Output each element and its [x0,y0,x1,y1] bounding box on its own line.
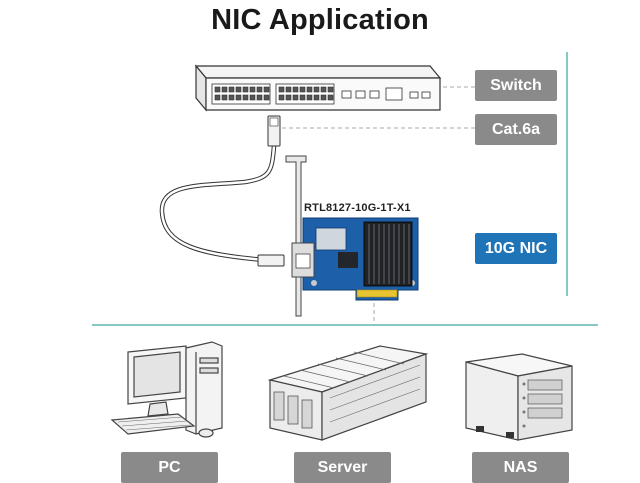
pc-label: PC [121,452,218,483]
diagram-title: NIC Application [211,4,429,36]
nic-model-label: RTL8127-10G-1T-X1 [304,202,411,214]
nas-illustration [465,353,573,441]
nic-label: 10G NIC [475,233,557,264]
nas-label: NAS [472,452,569,483]
switch-label: Switch [475,70,557,101]
pc-illustration [110,341,223,438]
cable-label: Cat.6a [475,114,557,145]
switch-device [194,64,442,112]
server-illustration [267,345,429,441]
server-label: Server [294,452,391,483]
cat6a-cable [159,115,285,267]
heatsink [363,221,413,287]
